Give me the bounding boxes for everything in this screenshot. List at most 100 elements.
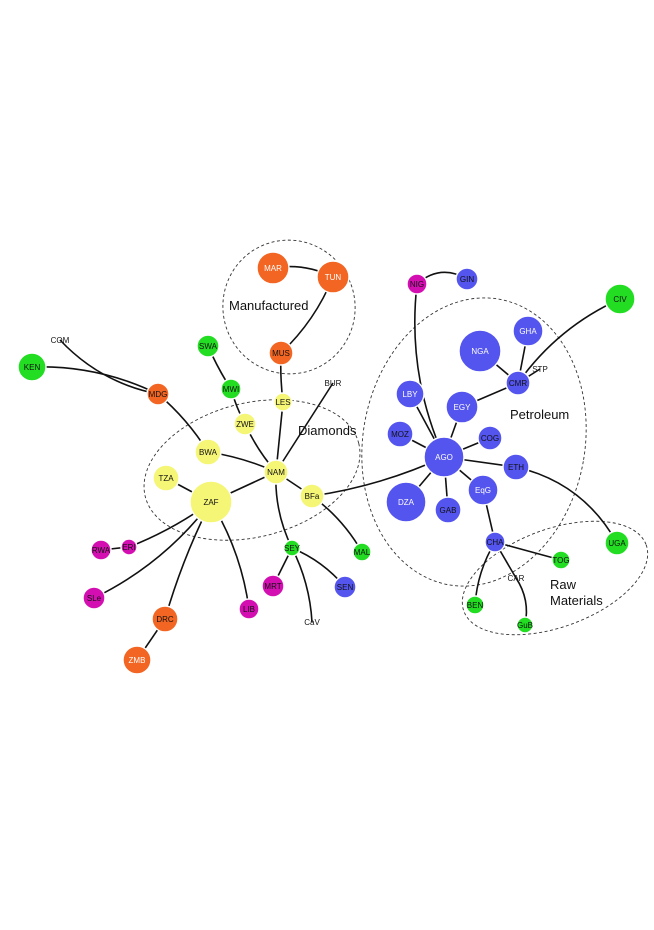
- node-car[interactable]: CAR: [508, 574, 525, 583]
- cluster-labels: ManufacturedDiamondsPetroleumRawMaterial…: [229, 298, 603, 608]
- node-nam-label: NAM: [267, 468, 285, 477]
- node-cmr[interactable]: CMR: [505, 370, 531, 396]
- node-uga[interactable]: UGA: [604, 530, 630, 556]
- node-drc-label: DRC: [156, 615, 174, 624]
- node-bur[interactable]: BUR: [325, 379, 342, 388]
- node-egy[interactable]: EGY: [445, 390, 479, 424]
- node-dza[interactable]: DZA: [385, 481, 427, 523]
- node-sen[interactable]: SEN: [333, 575, 357, 599]
- node-tun-label: TUN: [325, 273, 342, 282]
- node-mar-label: MAR: [264, 264, 282, 273]
- node-cmr-label: CMR: [509, 379, 527, 388]
- node-tog-label: TOG: [552, 556, 569, 565]
- node-mrt-label: MRT: [264, 582, 281, 591]
- node-zwe[interactable]: ZWE: [233, 412, 257, 436]
- node-tza[interactable]: TZA: [152, 464, 180, 492]
- node-sen-circle: [333, 575, 357, 599]
- node-com[interactable]: COM: [51, 336, 70, 345]
- node-civ-circle: [604, 283, 636, 315]
- node-tog[interactable]: TOG: [551, 550, 571, 570]
- node-mwi[interactable]: MWI: [220, 378, 242, 400]
- node-nam[interactable]: NAM: [263, 459, 289, 485]
- node-eqg[interactable]: EqG: [467, 474, 499, 506]
- node-gab-circle: [434, 496, 462, 524]
- node-gin-circle: [455, 267, 479, 291]
- node-sey-circle: [283, 539, 301, 557]
- node-nga[interactable]: NGA: [458, 329, 502, 373]
- node-swa-label: SWA: [199, 342, 218, 351]
- node-gin[interactable]: GIN: [455, 267, 479, 291]
- node-mar-circle: [256, 251, 290, 285]
- node-cha[interactable]: CHA: [484, 531, 506, 553]
- cluster-raw-region: [461, 520, 649, 636]
- node-cav[interactable]: CaV: [304, 618, 320, 627]
- node-les[interactable]: LES: [273, 392, 293, 412]
- node-bfa[interactable]: BFa: [299, 483, 325, 509]
- node-cha-circle: [484, 531, 506, 553]
- node-egy-label: EGY: [454, 403, 472, 412]
- node-cmr-circle: [505, 370, 531, 396]
- node-mdg-circle: [146, 382, 170, 406]
- cluster-petroleum-label: Petroleum: [510, 407, 569, 422]
- node-rwa[interactable]: RWA: [90, 539, 112, 561]
- node-eri-label: ERI: [122, 543, 135, 552]
- node-stp[interactable]: STP: [532, 365, 548, 374]
- node-cog[interactable]: COG: [477, 425, 503, 451]
- node-mdg[interactable]: MDG: [146, 382, 170, 406]
- node-mal-label: MAL: [354, 548, 371, 557]
- node-zmb-label: ZMB: [129, 656, 146, 665]
- node-nig[interactable]: NIG: [406, 273, 428, 295]
- node-mar[interactable]: MAR: [256, 251, 290, 285]
- node-eri[interactable]: ERI: [120, 538, 138, 556]
- node-zmb[interactable]: ZMB: [122, 645, 152, 675]
- node-ken-circle: [17, 352, 47, 382]
- node-drc[interactable]: DRC: [151, 605, 179, 633]
- node-mwi-circle: [220, 378, 242, 400]
- cluster-manufactured-label: Manufactured: [229, 298, 309, 313]
- node-nga-label: NGA: [471, 347, 489, 356]
- node-egy-circle: [445, 390, 479, 424]
- node-mal[interactable]: MAL: [352, 542, 372, 562]
- node-mus[interactable]: MUS: [268, 340, 294, 366]
- node-bwa[interactable]: BWA: [194, 438, 222, 466]
- cluster-raw-label-2: Materials: [550, 593, 603, 608]
- node-lby[interactable]: LBY: [395, 379, 425, 409]
- node-tza-label: TZA: [158, 474, 174, 483]
- cluster-petroleum-region: [361, 297, 587, 587]
- node-dza-circle: [385, 481, 427, 523]
- cluster-diamonds-region: [143, 399, 361, 541]
- node-tun-circle: [316, 260, 350, 294]
- node-zwe-circle: [233, 412, 257, 436]
- node-lib-label: LIB: [243, 605, 255, 614]
- node-eqg-circle: [467, 474, 499, 506]
- node-civ[interactable]: CIV: [604, 283, 636, 315]
- node-tog-circle: [551, 550, 571, 570]
- node-sey[interactable]: SEY: [283, 539, 301, 557]
- node-sle[interactable]: SLe: [82, 586, 106, 610]
- node-ben-circle: [465, 595, 485, 615]
- node-eth[interactable]: ETH: [502, 453, 530, 481]
- node-moz-label: MOZ: [391, 430, 409, 439]
- node-moz[interactable]: MOZ: [386, 420, 414, 448]
- node-swa[interactable]: SWA: [196, 334, 220, 358]
- node-bwa-label: BWA: [199, 448, 218, 457]
- node-drc-circle: [151, 605, 179, 633]
- node-ago-label: AGO: [435, 453, 453, 462]
- node-ben-label: BEN: [467, 601, 484, 610]
- node-zaf[interactable]: ZAF: [189, 480, 233, 524]
- node-mrt[interactable]: MRT: [261, 574, 285, 598]
- node-ben[interactable]: BEN: [465, 595, 485, 615]
- node-ken[interactable]: KEN: [17, 352, 47, 382]
- node-ago[interactable]: AGO: [423, 436, 465, 478]
- node-gub[interactable]: GuB: [516, 616, 534, 634]
- node-gha[interactable]: GHA: [512, 315, 544, 347]
- node-lib[interactable]: LIB: [238, 598, 260, 620]
- node-gab[interactable]: GAB: [434, 496, 462, 524]
- node-tun[interactable]: TUN: [316, 260, 350, 294]
- node-sle-label: SLe: [87, 594, 102, 603]
- node-gub-label: GuB: [517, 621, 533, 630]
- node-ago-circle: [423, 436, 465, 478]
- node-nig-label: NIG: [410, 280, 424, 289]
